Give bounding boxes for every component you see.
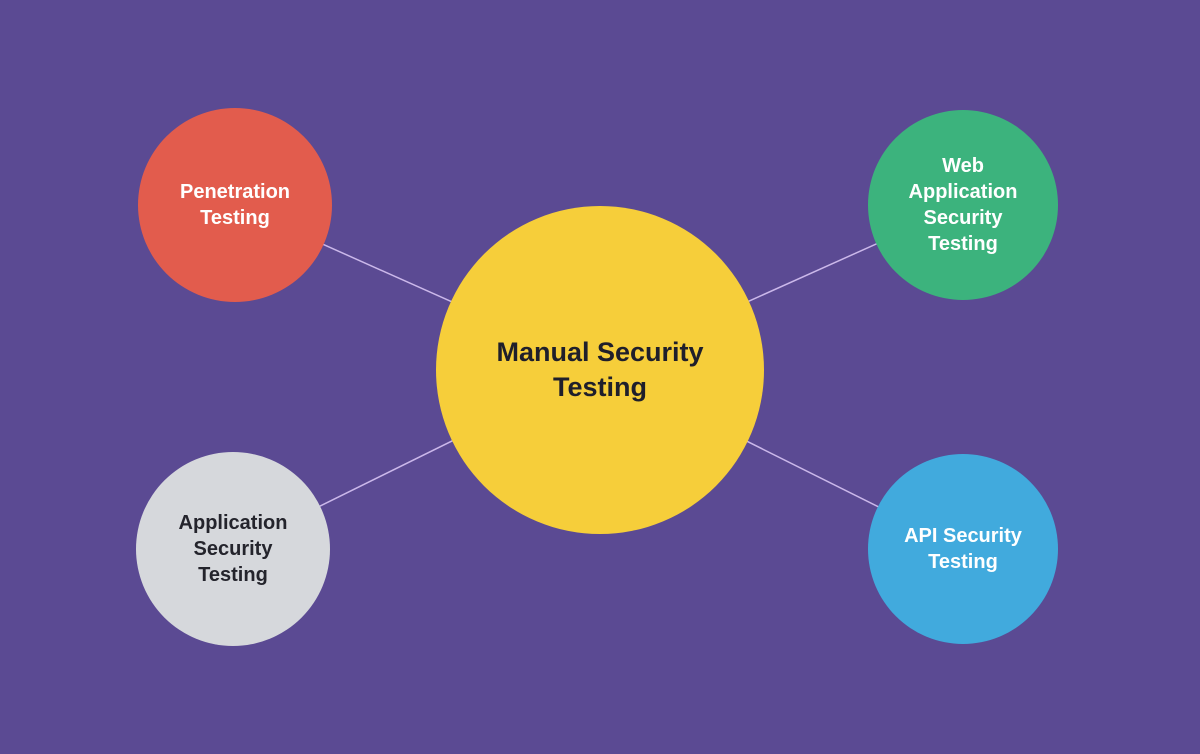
node-api-security-testing: API Security Testing (868, 454, 1058, 644)
node-application-security-testing: Application Security Testing (136, 452, 330, 646)
node-label-penetration-testing: Penetration Testing (179, 181, 291, 229)
node-web-application-security-testing: Web Application Security Testing (868, 110, 1058, 300)
node-label-application-security-testing: Application Security Testing (178, 512, 288, 586)
node-manual-security-testing: Manual Security Testing (436, 206, 764, 534)
node-label-manual-security-testing: Manual Security Testing (496, 336, 704, 402)
node-penetration-testing: Penetration Testing (138, 108, 332, 302)
node-label-api-security-testing: API Security Testing (904, 525, 1022, 573)
node-label-web-application-security-testing: Web Application Security Testing (908, 155, 1018, 255)
